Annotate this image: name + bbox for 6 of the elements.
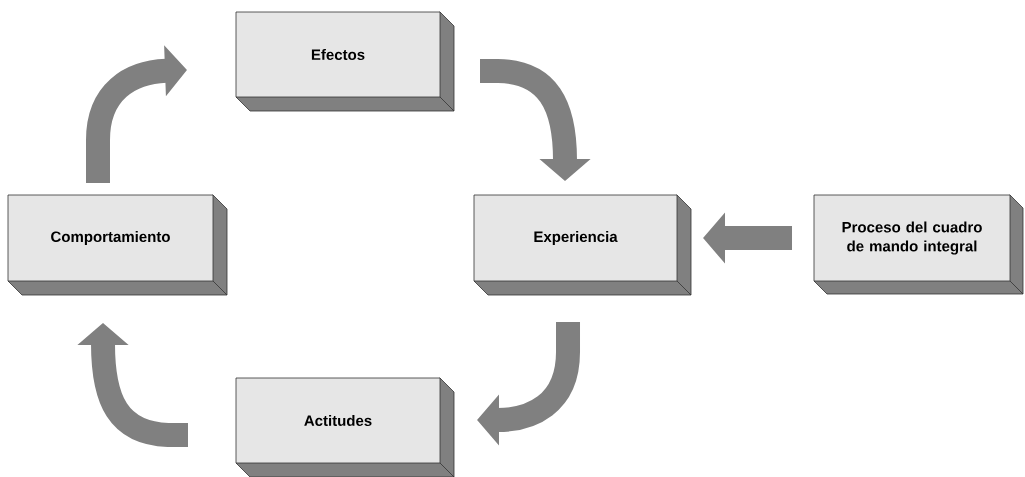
block-arrow <box>86 45 187 183</box>
box: Comportamiento <box>7 194 228 296</box>
box: Proceso del cuadro de mando integral <box>813 194 1024 295</box>
box: Efectos <box>235 11 455 112</box>
box: Actitudes <box>235 377 455 477</box>
box: Experiencia <box>473 194 692 296</box>
